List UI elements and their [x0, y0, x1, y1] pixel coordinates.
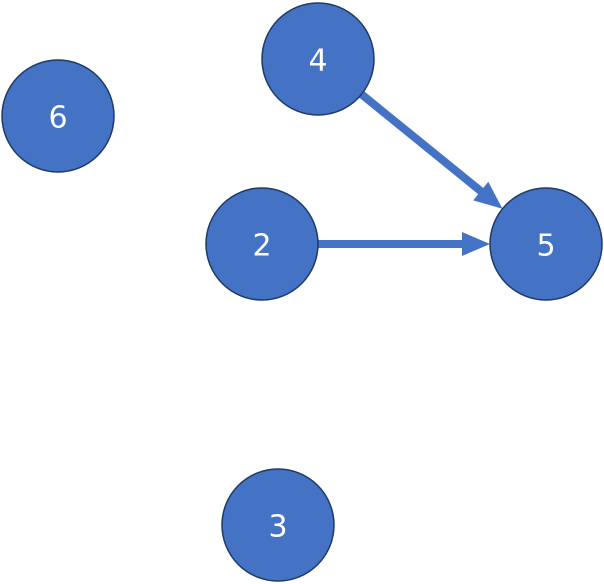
- edge-2-to-5: [318, 232, 490, 256]
- node-circle: [221, 468, 335, 582]
- node-circle: [261, 2, 375, 116]
- node-6: 6: [1, 59, 115, 173]
- node-circle: [489, 187, 603, 301]
- node-3: 3: [221, 468, 335, 582]
- arrowhead: [473, 181, 503, 209]
- node-4: 4: [261, 2, 375, 116]
- edge-line: [358, 91, 485, 196]
- arrowhead: [462, 232, 490, 256]
- node-5: 5: [489, 187, 603, 301]
- edge-4-to-5: [358, 91, 503, 209]
- node-circle: [1, 59, 115, 173]
- node-label: 3: [268, 510, 287, 545]
- node-circle: [205, 187, 319, 301]
- node-2: 2: [205, 187, 319, 301]
- node-label: 2: [252, 229, 271, 264]
- node-label: 4: [308, 44, 327, 79]
- node-label: 6: [48, 101, 67, 136]
- node-label: 5: [536, 229, 555, 264]
- edges-layer: [318, 91, 503, 256]
